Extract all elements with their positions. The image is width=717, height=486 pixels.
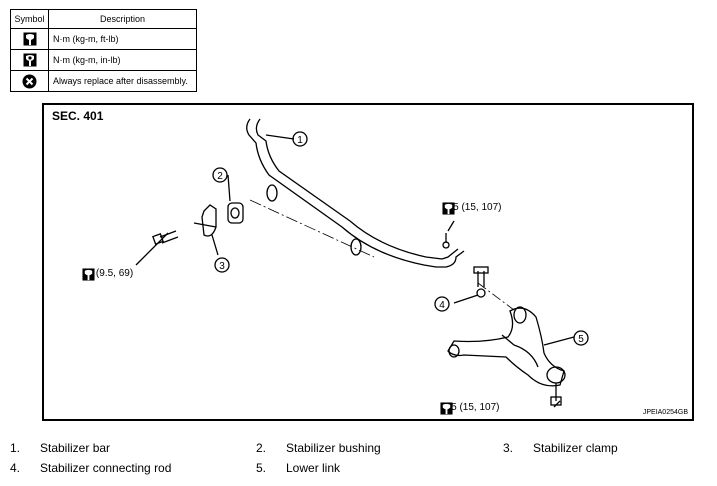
torque-spec-clamp-bolt: 93 (9.5, 69) [82, 268, 134, 281]
symbol-legend-table: Symbol Description N·m (kg-m, ft-lb) N·m… [10, 9, 197, 92]
lower-link-drawing [447, 306, 566, 406]
replace-x-icon [22, 74, 37, 88]
part-number: 1. [10, 441, 21, 455]
part-number: 2. [256, 441, 267, 455]
torque-wrench-filled-icon [23, 53, 36, 67]
part-name: Stabilizer bushing [286, 441, 381, 455]
callout-2: 2 [217, 171, 223, 182]
torque-value: 93 (9.5, 69) [82, 268, 134, 279]
stabilizer-diagram: 1 2 3 4 5 [135, 118, 589, 408]
stabilizer-bushing-drawing [227, 202, 244, 224]
part-number: 4. [10, 461, 21, 475]
torque-wrench-icon [82, 268, 95, 281]
callout-1: 1 [297, 135, 303, 146]
part-name: Stabilizer clamp [533, 441, 618, 455]
stabilizer-connecting-rod-drawing [442, 233, 489, 298]
legend-row-description: Always replace after disassembly. [48, 70, 197, 92]
stabilizer-clamp-drawing [193, 204, 217, 237]
part-number: 3. [503, 441, 514, 455]
callout-5: 5 [578, 334, 584, 345]
section-label: SEC. 401 [52, 109, 104, 123]
callout-3: 3 [219, 261, 225, 272]
legend-row-description: N·m (kg-m, ft-lb) [48, 28, 197, 50]
part-name: Lower link [286, 461, 341, 475]
clamp-bolt-drawing [152, 230, 179, 245]
stabilizer-bar-drawing [246, 118, 465, 268]
part-number: 5. [256, 461, 267, 475]
part-name: Stabilizer connecting rod [40, 461, 172, 475]
figure-id: JPEIA0254GB [642, 409, 688, 416]
legend-header-symbol: Symbol [10, 9, 49, 29]
torque-value: 145 (15, 107) [442, 202, 502, 213]
legend-header-description: Description [48, 9, 197, 29]
torque-spec-connecting-rod: 145 (15, 107) [442, 202, 502, 215]
torque-value: 145 (15, 107) [440, 402, 500, 413]
torque-spec-lower-link: 145 (15, 107) [440, 402, 500, 415]
centerline [477, 282, 515, 311]
torque-wrench-icon [442, 202, 455, 215]
callout-4: 4 [439, 300, 445, 311]
diagram-frame: 1 2 3 4 5 SEC. 401 145 (15, 107) 93 (9.5… [42, 103, 694, 421]
torque-wrench-icon [23, 32, 36, 46]
centerline [249, 199, 375, 258]
legend-row-description: N·m (kg-m, in-lb) [48, 49, 197, 71]
torque-wrench-icon [440, 402, 453, 415]
part-name: Stabilizer bar [40, 441, 111, 455]
